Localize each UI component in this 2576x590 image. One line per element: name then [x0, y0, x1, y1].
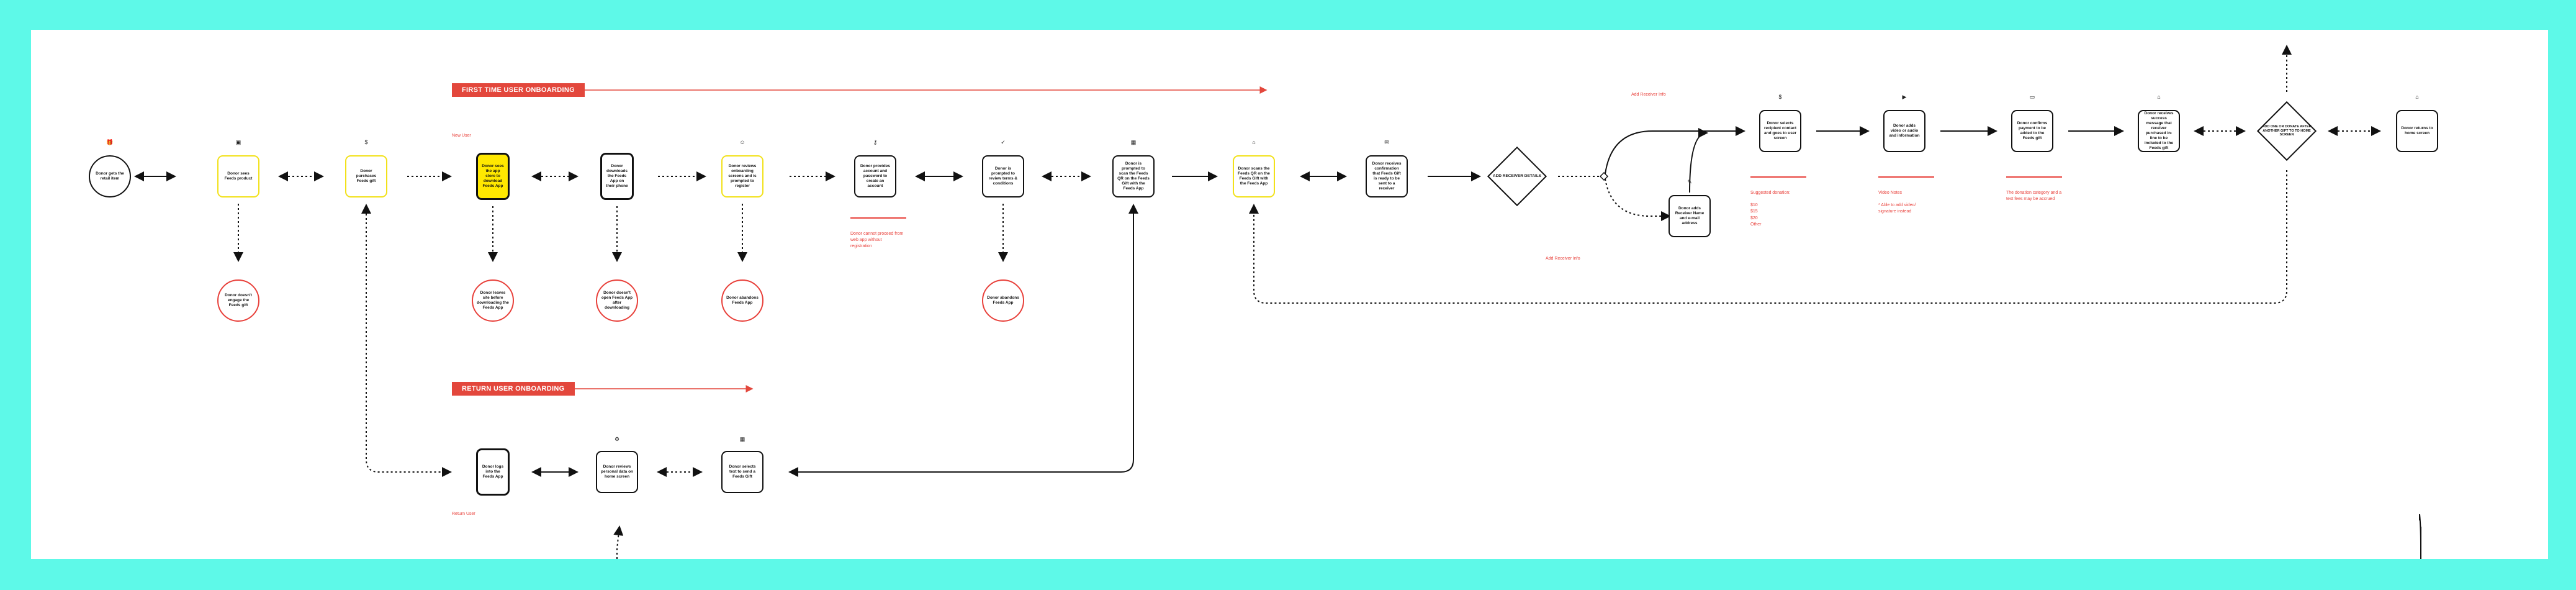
label-add-receiver-bottom: Add Receiver Info [1546, 256, 1580, 261]
send-another-decision: ADD ONE OR DONATE AFTER ANOTHER GIFT TO … [2256, 101, 2317, 161]
video-icon: ▶ [1902, 94, 1907, 100]
dropout-abandon-onboarding: Donor abandons Feeds App [721, 279, 763, 322]
confirm-payment-node: Donor confirms payment to be added to th… [2011, 110, 2053, 152]
note-line: web app without [850, 238, 882, 243]
confirmation-node: Donor receives confirmation that Feeds G… [1366, 155, 1408, 197]
note-create-account: Donor cannot proceed from web app withou… [850, 231, 903, 250]
label-add-receiver-top: Add Receiver Info [1631, 93, 1666, 97]
purchase-gift-node: Donor purchases Feeds gift [345, 155, 387, 197]
label-return-user: Return User [452, 512, 475, 516]
gear-icon: ⚙ [614, 436, 620, 442]
gift-icon: 🎁 [106, 139, 114, 145]
note-line: The donation category and a [2006, 191, 2062, 195]
banner-return-onboarding: RETURN USER ONBOARDING [452, 382, 575, 396]
decision-label: ADD RECEIVER DETAILS [1492, 173, 1542, 178]
onboarding-node: Donor reviews onboarding screens and is … [721, 155, 763, 197]
flow-connectors [134, 45, 2421, 559]
note-line: $10 [1750, 203, 1758, 208]
note-video: Video Notes * Able to add video/ signatu… [1878, 190, 1916, 216]
manual-entry-node: Donor adds Receiver Name and e-mail addr… [1669, 195, 1711, 237]
note-rule-payment [2006, 176, 2062, 178]
user-icon: ☺ [739, 139, 745, 145]
send-another-label: ADD ONE OR DONATE AFTER ANOTHER GIFT TO … [2262, 124, 2312, 137]
home-icon: ⌂ [2415, 94, 2419, 100]
note-line [1750, 196, 1790, 202]
scan-qr-node: Donor scans the Feeds QR on the Feeds Gi… [1233, 155, 1275, 197]
dropout-abandon-terms: Donor abandons Feeds App [982, 279, 1024, 322]
success-message-node: Donor receives success message that rece… [2138, 110, 2180, 152]
card-icon: ▭ [2029, 94, 2035, 100]
check-icon: ✓ [1001, 139, 1006, 145]
scan-icon: ▣ [235, 139, 241, 145]
note-line: $15 [1750, 209, 1758, 214]
note-line: signature instead [1878, 209, 1912, 214]
flow-board: FIRST TIME USER ONBOARDING RETURN USER O… [31, 30, 2548, 559]
note-payment: The donation category and a text fees ma… [2006, 190, 2061, 202]
dropout-no-engage: Donor doesn't engage the Feeds gift [217, 279, 259, 322]
dropout-no-open: Donor doesn't open Feeds App after downl… [596, 279, 638, 322]
terms-node: Donor is prompted to review terms & cond… [982, 155, 1024, 197]
note-line: Donor cannot proceed from [850, 232, 904, 236]
add-note-node: Donor adds video or audio and informatio… [1883, 110, 1925, 152]
return-select-node: Donor selects text to send a Feeds Gift [721, 451, 763, 493]
select-contact-node: Donor selects recipient contact and goes… [1759, 110, 1801, 152]
dollar-icon: $ [364, 139, 368, 145]
add-receiver-decision: ADD RECEIVER DETAILS [1487, 146, 1547, 207]
note-suggested-donation: Suggested donation: $10 $15 $20 Other [1750, 190, 1790, 228]
home-screen-node: Donor returns to home screen [2396, 110, 2438, 152]
note-rule-select [1750, 176, 1806, 178]
note-rule-video [1878, 176, 1934, 178]
create-account-node: Donor provides account and password to c… [854, 155, 896, 197]
note-line: $20 [1750, 216, 1758, 220]
scan-permission-node: Donor is prompted to scan the Feeds QR o… [1112, 155, 1155, 197]
note-line [1878, 196, 1916, 202]
label-new-user: New User [452, 134, 471, 138]
return-login-node: Donor logs into the Feeds App [476, 448, 510, 496]
download-app-node: Donor downloads the Feeds App on their p… [600, 153, 634, 200]
banner-first-time-onboarding: FIRST TIME USER ONBOARDING [452, 83, 585, 97]
key-icon: ⚷ [873, 139, 878, 145]
scan-product-node: Donor sees Feeds product [217, 155, 259, 197]
start-node: Donor gets the retail item [89, 155, 131, 197]
home-icon: ⌂ [2157, 94, 2161, 100]
qr-icon: ▦ [739, 436, 745, 442]
note-line: Video Notes [1878, 191, 1903, 195]
note-line: registration [850, 244, 872, 249]
note-line: Suggested donation: [1750, 191, 1791, 195]
qr-icon: ▦ [1130, 139, 1137, 145]
dollar-icon: $ [1778, 94, 1782, 100]
mail-icon: ✉ [1384, 139, 1389, 145]
pencil-icon: ✎ [1687, 179, 1692, 185]
note-rule-create [850, 217, 906, 219]
return-review-node: Donor reviews personal data on home scre… [596, 451, 638, 493]
home-icon: ⌂ [1252, 139, 1256, 145]
dropout-leaves-download: Donor leaves site before downloading the… [472, 279, 514, 322]
note-line: * Able to add video/ [1878, 203, 1916, 208]
note-line: text fees may be accrued [2006, 197, 2055, 202]
app-store-node: Donor sees the app store to download Fee… [476, 153, 510, 200]
note-line: Other [1750, 222, 1762, 227]
